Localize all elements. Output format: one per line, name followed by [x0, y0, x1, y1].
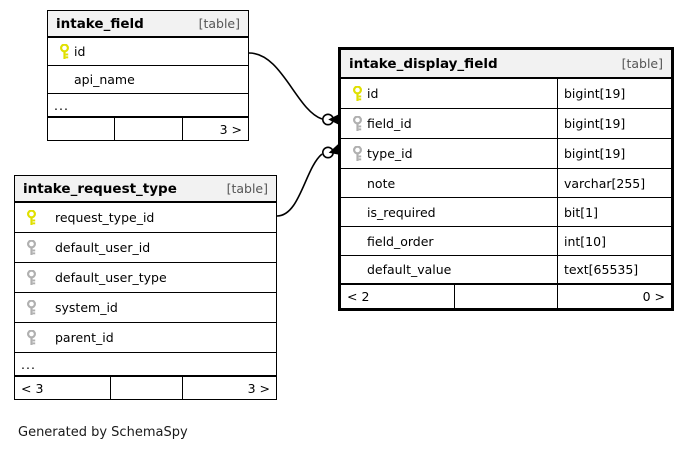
table-row[interactable]: field_id bigint[19]	[341, 109, 671, 139]
footer-outgoing-count[interactable]: 0 >	[557, 285, 671, 308]
footer-outgoing-count[interactable]: 3 >	[182, 118, 248, 140]
footer-middle-cell	[110, 377, 182, 399]
table-row[interactable]: default_value text[65535]	[341, 256, 671, 285]
foreign-key-icon	[21, 239, 41, 256]
column-type: bigint[19]	[557, 79, 671, 108]
table-intake-display-field[interactable]: intake_display_field [table] id bigint[1…	[338, 47, 674, 311]
column-name: request_type_id	[55, 210, 155, 225]
column-name: parent_id	[55, 330, 114, 345]
table-title: intake_field	[56, 15, 144, 32]
table-row[interactable]: default_user_id	[15, 233, 276, 263]
column-cell: field_id	[341, 109, 557, 138]
footer-incoming-count[interactable]: < 2	[347, 289, 370, 304]
column-cell: id	[48, 38, 248, 65]
column-cell: default_value	[341, 256, 557, 283]
table-footer-intake-display-field: < 2 0 >	[341, 285, 671, 308]
column-cell: note	[341, 169, 557, 197]
table-header-intake-display-field: intake_display_field [table]	[341, 50, 671, 79]
table-row-more-columns[interactable]: ...	[15, 353, 276, 377]
column-cell: system_id	[15, 293, 276, 322]
column-cell: type_id	[341, 139, 557, 168]
table-row[interactable]: id	[48, 38, 248, 66]
more-columns-ellipsis: ...	[54, 97, 69, 113]
column-cell: api_name	[48, 66, 248, 93]
table-title: intake_display_field	[349, 55, 498, 72]
foreign-key-icon	[21, 269, 41, 286]
column-type: bigint[19]	[557, 139, 671, 168]
column-name: id	[74, 44, 86, 59]
table-row-more-columns[interactable]: ...	[48, 94, 248, 118]
column-name: default_user_id	[55, 240, 151, 255]
table-row[interactable]: system_id	[15, 293, 276, 323]
relationship-line-intake-request-type-to-display-field	[276, 153, 323, 217]
table-row[interactable]: type_id bigint[19]	[341, 139, 671, 169]
footer-outgoing-count[interactable]: 3 >	[182, 377, 276, 399]
primary-key-icon	[54, 43, 74, 60]
primary-key-icon	[347, 85, 367, 102]
relationship-endpoint-circle-2	[321, 146, 334, 159]
footer-middle-cell	[114, 118, 182, 140]
relationship-endpoint-circle-1	[321, 113, 334, 126]
column-type: varchar[255]	[557, 169, 671, 197]
table-row[interactable]: is_required bit[1]	[341, 198, 671, 227]
column-name: default_user_type	[55, 270, 167, 285]
table-row[interactable]: api_name	[48, 66, 248, 94]
column-name: field_order	[367, 233, 434, 249]
column-cell: is_required	[341, 198, 557, 226]
column-type: bit[1]	[557, 198, 671, 226]
table-row[interactable]: request_type_id	[15, 203, 276, 233]
column-cell: default_user_type	[15, 263, 276, 292]
column-cell: default_user_id	[15, 233, 276, 262]
table-kind-label: [table]	[621, 56, 663, 71]
table-footer-intake-field: 3 >	[48, 118, 248, 140]
foreign-key-icon	[21, 329, 41, 346]
table-row[interactable]: default_user_type	[15, 263, 276, 293]
column-cell: id	[341, 79, 557, 108]
column-name: default_value	[367, 262, 452, 277]
footer-middle-cell	[454, 285, 557, 308]
column-cell: ...	[15, 353, 276, 375]
column-type: bigint[19]	[557, 109, 671, 138]
relationship-line-intake-field-to-display-field	[248, 52, 323, 120]
column-type: text[65535]	[557, 256, 671, 283]
column-type: int[10]	[557, 227, 671, 255]
primary-key-icon	[21, 209, 41, 226]
footer-incoming-count[interactable]: < 3	[21, 380, 44, 396]
generator-credit: Generated by SchemaSpy	[18, 425, 188, 440]
column-name: api_name	[74, 72, 135, 87]
table-header-intake-request-type: intake_request_type [table]	[15, 176, 276, 203]
table-intake-request-type[interactable]: intake_request_type [table] request_type…	[14, 175, 277, 400]
column-cell: parent_id	[15, 323, 276, 352]
table-row[interactable]: note varchar[255]	[341, 169, 671, 198]
table-kind-label: [table]	[226, 181, 268, 196]
column-name: is_required	[367, 204, 436, 220]
column-cell: request_type_id	[15, 203, 276, 232]
column-name: note	[367, 175, 396, 191]
footer-incoming-count[interactable]	[48, 118, 114, 140]
column-name: id	[367, 86, 379, 101]
column-cell: ...	[48, 94, 248, 116]
column-name: field_id	[367, 116, 412, 131]
table-row[interactable]: field_order int[10]	[341, 227, 671, 256]
table-intake-field[interactable]: intake_field [table] id api_name	[47, 10, 249, 141]
table-footer-intake-request-type: < 3 3 >	[15, 377, 276, 399]
foreign-key-icon	[21, 299, 41, 316]
more-columns-ellipsis: ...	[21, 356, 36, 372]
column-cell: field_order	[341, 227, 557, 255]
table-row[interactable]: id bigint[19]	[341, 79, 671, 109]
column-name: system_id	[55, 300, 118, 315]
table-header-intake-field: intake_field [table]	[48, 11, 248, 38]
column-name: type_id	[367, 146, 413, 161]
foreign-key-icon	[347, 115, 367, 132]
foreign-key-icon	[347, 145, 367, 162]
table-title: intake_request_type	[23, 180, 177, 197]
table-kind-label: [table]	[198, 16, 240, 31]
table-row[interactable]: parent_id	[15, 323, 276, 353]
